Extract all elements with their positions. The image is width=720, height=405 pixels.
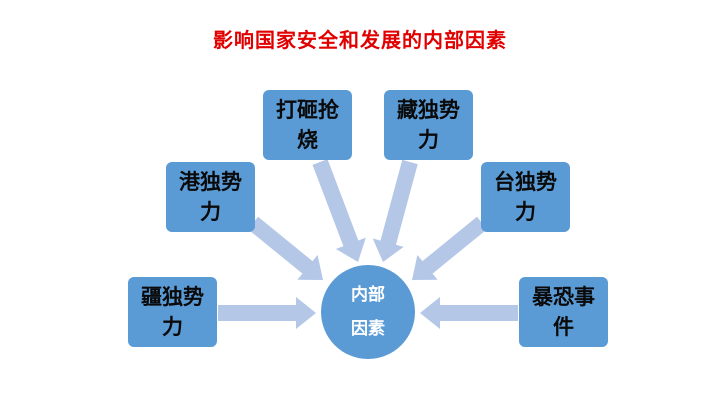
arrow-taiwan [412, 216, 488, 280]
factor-box-taiwan-separatism: 台独势力 [481, 162, 570, 232]
center-circle: 内部 因素 [321, 265, 415, 359]
center-label-line2: 因素 [351, 319, 385, 339]
arrow-riots [312, 159, 366, 262]
slide-title: 影响国家安全和发展的内部因素 [213, 28, 507, 52]
arrow-hk [247, 216, 323, 280]
factor-box-hk-separatism: 港独势力 [166, 162, 255, 232]
factor-box-xinjiang-separatism: 疆独势力 [128, 277, 217, 347]
factor-box-tibet-separatism: 藏独势力 [384, 90, 473, 160]
arrow-xinjiang [218, 297, 316, 329]
center-label-line1: 内部 [351, 285, 385, 305]
arrow-terror [420, 297, 518, 329]
factor-box-terror-events: 暴恐事件 [519, 277, 608, 347]
arrow-tibet [372, 159, 418, 262]
factor-box-riots: 打砸抢烧 [263, 90, 352, 160]
